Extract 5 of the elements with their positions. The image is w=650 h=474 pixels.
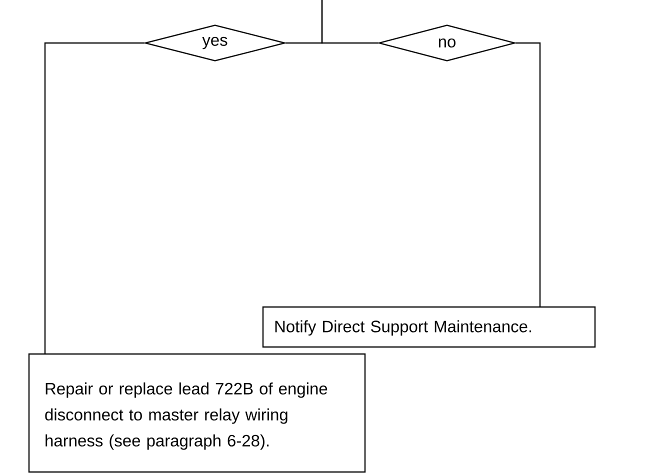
process-box: Repair or replace lead 722B of engine disconnect to master relay wiring harness (see paragraph 6-28). bbox=[28, 353, 366, 473]
process-box: Notify Direct Support Maintenance. bbox=[262, 306, 596, 348]
connector-line bbox=[321, 0, 378, 44]
connector-line bbox=[44, 42, 144, 354]
connector-line bbox=[516, 42, 541, 307]
